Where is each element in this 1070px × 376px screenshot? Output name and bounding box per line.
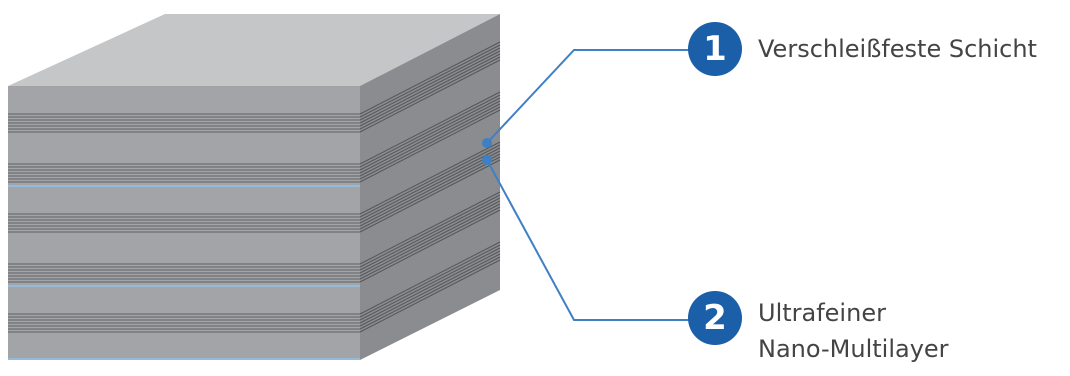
front-stripes <box>8 113 360 333</box>
anchor-dot-2 <box>482 155 492 165</box>
callout-label-1: Verschleißfeste Schicht <box>758 35 1037 63</box>
anchor-dot-1 <box>482 138 492 148</box>
callout-nano-multilayer: 2 Ultrafeiner Nano-Multilayer <box>688 291 949 367</box>
number-badge-1: 1 <box>688 22 742 76</box>
front-interlayers <box>8 185 360 360</box>
leader-line-2 <box>486 159 690 321</box>
leader-line-1 <box>486 49 690 144</box>
callout-wear-resistant-layer: 1 Verschleißfeste Schicht <box>688 22 1037 76</box>
block-top-face <box>8 14 500 86</box>
callout-label-2-line1: Ultrafeiner <box>758 299 886 327</box>
callout-label-2: Ultrafeiner Nano-Multilayer <box>758 295 949 367</box>
number-badge-2: 2 <box>688 291 742 345</box>
callout-label-2-line2: Nano-Multilayer <box>758 335 949 363</box>
side-stripes <box>359 41 501 333</box>
